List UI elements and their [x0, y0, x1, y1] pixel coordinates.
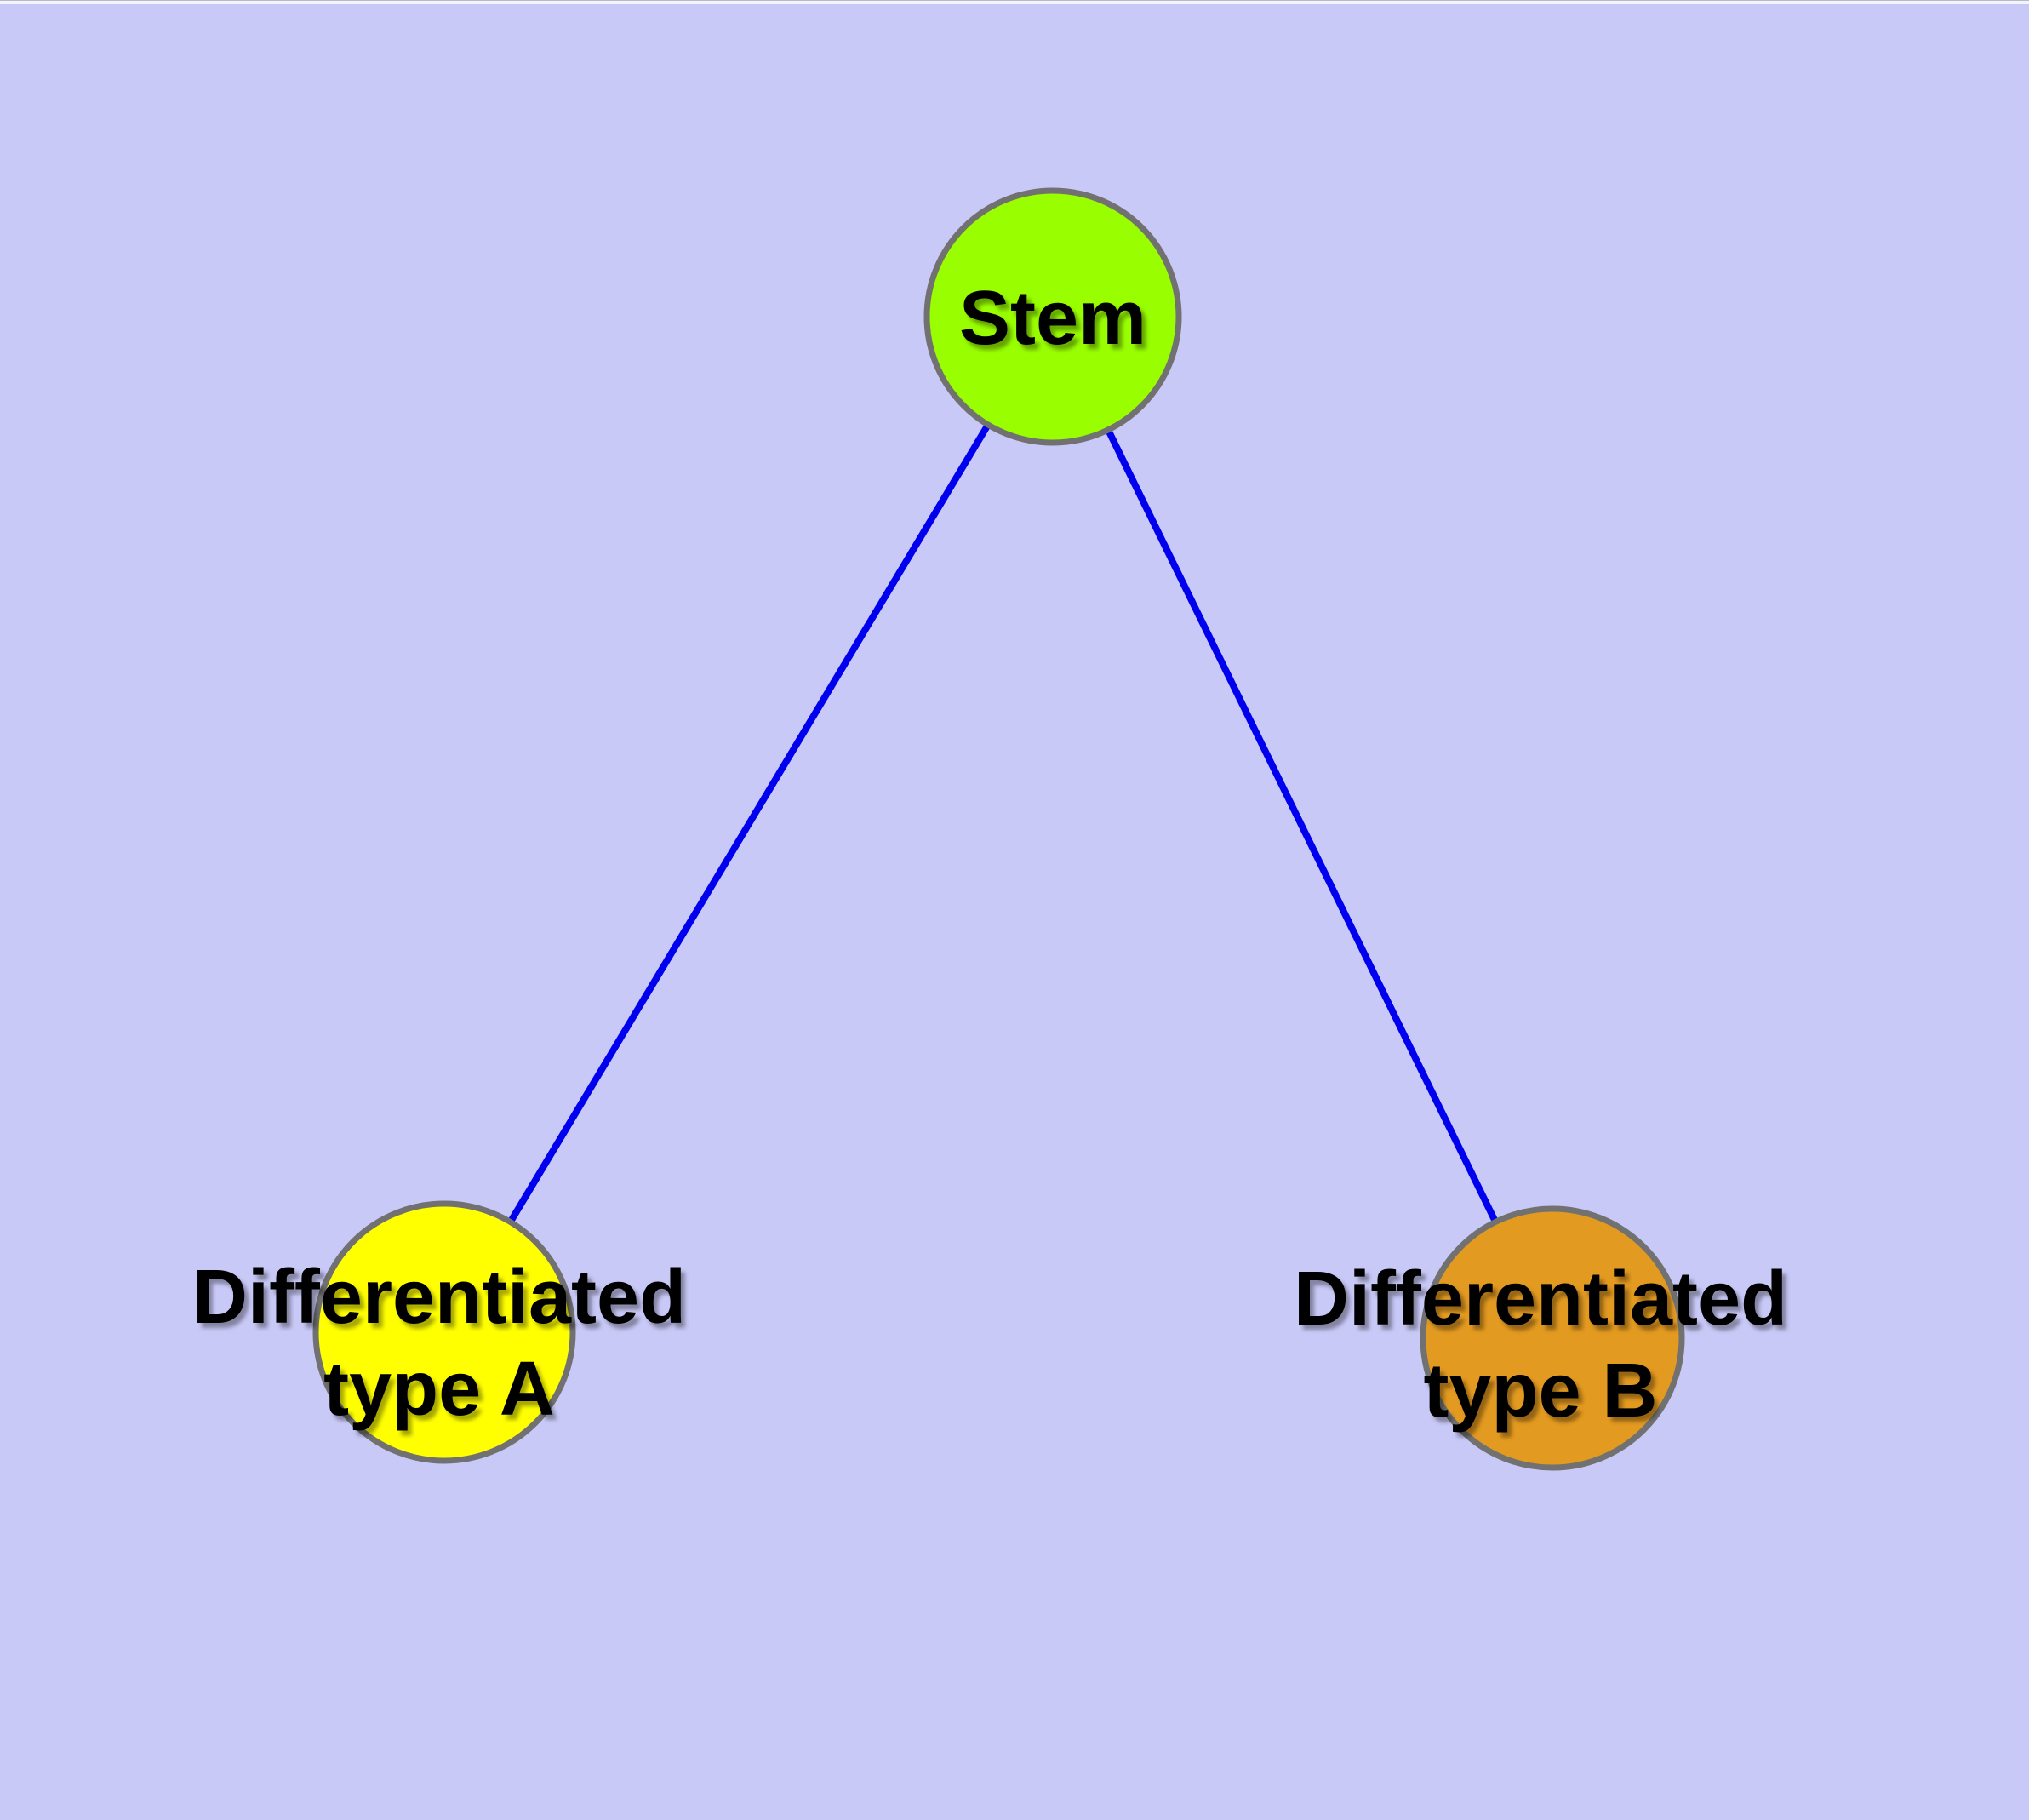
- node-differentiated-type-a-label: Differentiated type A: [192, 1251, 686, 1435]
- node-stem-circle: [923, 187, 1182, 446]
- node-stem-label: Stem: [959, 272, 1146, 364]
- node-type-b-label-line1: Differentiated: [1293, 1256, 1788, 1342]
- node-type-b-label-line2: type B: [1423, 1348, 1658, 1434]
- node-stem-label-text: Stem: [958, 276, 1147, 361]
- edge-stem-to-type-b: [1049, 315, 1556, 1340]
- node-differentiated-type-b-label: Differentiated type B: [1294, 1253, 1787, 1437]
- window-top-edge: [0, 0, 2029, 4]
- node-type-a-label-line1: Differentiated: [191, 1255, 687, 1340]
- node-differentiated-type-a-circle: [312, 1200, 576, 1464]
- node-differentiated-type-b-circle: [1420, 1205, 1685, 1471]
- edge-stem-to-type-a: [441, 314, 1056, 1335]
- node-type-a-label-line2: type A: [323, 1347, 555, 1432]
